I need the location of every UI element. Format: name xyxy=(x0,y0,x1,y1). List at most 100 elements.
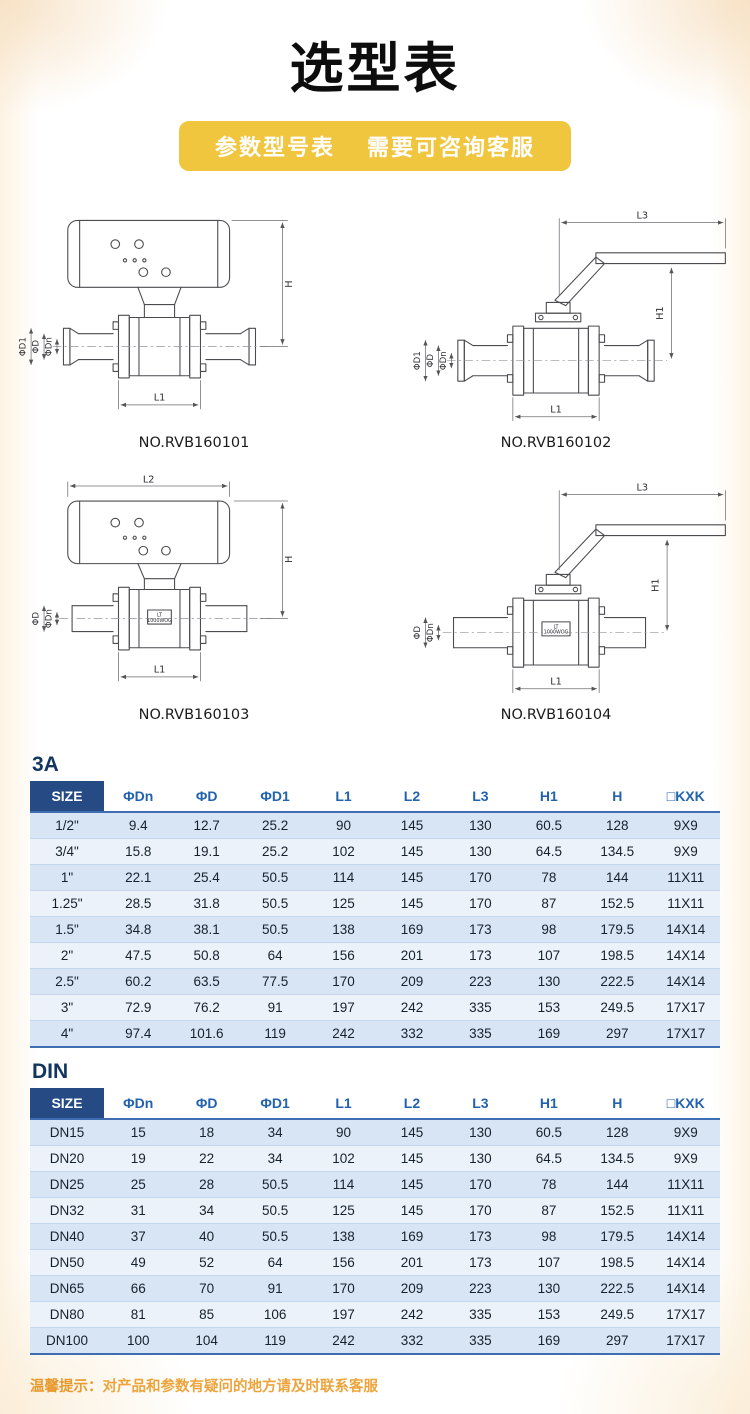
value-cell: 11X11 xyxy=(651,864,720,891)
col-header-size: SIZE xyxy=(30,780,104,813)
value-cell: 50.5 xyxy=(240,864,310,891)
dim-l1-label: L1 xyxy=(550,404,562,415)
value-cell: 34 xyxy=(240,1118,310,1146)
value-cell: 25 xyxy=(104,1171,173,1198)
value-cell: 170 xyxy=(309,968,378,995)
value-cell: 76.2 xyxy=(172,994,241,1021)
value-cell: 119 xyxy=(240,1327,310,1355)
pneumatic-weld-valve-drawing: LT 1000WOG L2 H L1 xyxy=(32,475,295,682)
value-cell: 14X14 xyxy=(651,916,720,943)
size-cell: 2.5" xyxy=(30,968,104,995)
drawing-number: NO.RVB160103 xyxy=(138,706,250,723)
value-cell: 169 xyxy=(514,1327,584,1355)
size-cell: DN100 xyxy=(30,1327,104,1355)
dim-h1-label: H1 xyxy=(650,578,661,591)
value-cell: 130 xyxy=(446,838,515,865)
value-cell: 335 xyxy=(446,1327,515,1355)
dim-d-label: ΦD xyxy=(32,612,42,626)
value-cell: 60.5 xyxy=(514,1118,584,1146)
value-cell: 18 xyxy=(172,1118,241,1146)
value-cell: 11X11 xyxy=(651,890,720,917)
valve-mark-line2: 1000WOG xyxy=(544,630,569,636)
value-cell: 50.5 xyxy=(240,916,310,943)
value-cell: 63.5 xyxy=(172,968,241,995)
value-cell: 209 xyxy=(377,1275,447,1302)
value-cell: 242 xyxy=(377,1301,447,1328)
value-cell: 49 xyxy=(104,1249,173,1276)
value-cell: 144 xyxy=(583,1171,652,1198)
value-cell: 90 xyxy=(309,1118,378,1146)
value-cell: 9X9 xyxy=(651,1118,720,1146)
value-cell: 332 xyxy=(377,1020,447,1048)
page-title: 选型表 xyxy=(289,39,461,99)
value-cell: 17X17 xyxy=(651,1327,720,1355)
value-cell: 38.1 xyxy=(172,916,241,943)
col-header: □KXK xyxy=(651,1087,720,1120)
col-header: ΦD xyxy=(172,1087,241,1120)
value-cell: 81 xyxy=(104,1301,173,1328)
value-cell: 130 xyxy=(514,968,584,995)
value-cell: 91 xyxy=(240,994,310,1021)
note-text: 对产品和参数有疑问的地方请及时联系客服 xyxy=(102,1378,379,1395)
value-cell: 78 xyxy=(514,1171,584,1198)
value-cell: 114 xyxy=(309,864,378,891)
value-cell: 15.8 xyxy=(104,838,173,865)
value-cell: 130 xyxy=(446,811,515,839)
value-cell: 47.5 xyxy=(104,942,173,969)
footer-note: 温馨提示：对产品和参数有疑问的地方请及时联系客服 xyxy=(30,1375,750,1414)
value-cell: 152.5 xyxy=(583,890,652,917)
col-header: ΦDn xyxy=(104,780,173,813)
col-header: L1 xyxy=(309,1087,378,1120)
value-cell: 22.1 xyxy=(104,864,173,891)
drawing-figure-rvb160103: LT 1000WOG L2 H L1 xyxy=(16,473,372,723)
value-cell: 14X14 xyxy=(651,968,720,995)
col-header: ΦDn xyxy=(104,1087,173,1120)
value-cell: 31.8 xyxy=(172,890,241,917)
value-cell: 25.4 xyxy=(172,864,241,891)
value-cell: 22 xyxy=(172,1145,241,1172)
value-cell: 52 xyxy=(172,1249,241,1276)
value-cell: 9X9 xyxy=(651,1145,720,1172)
value-cell: 60.2 xyxy=(104,968,173,995)
size-cell: 4" xyxy=(30,1020,104,1048)
col-header: ΦD1 xyxy=(240,780,310,813)
value-cell: 332 xyxy=(377,1327,447,1355)
value-cell: 17X17 xyxy=(651,1301,720,1328)
value-cell: 153 xyxy=(514,994,584,1021)
value-cell: 34 xyxy=(240,1145,310,1172)
drawing-number: NO.RVB160101 xyxy=(138,434,250,451)
value-cell: 25.2 xyxy=(240,811,310,839)
value-cell: 70 xyxy=(172,1275,241,1302)
value-cell: 64.5 xyxy=(514,838,584,865)
value-cell: 60.5 xyxy=(514,811,584,839)
value-cell: 201 xyxy=(377,942,447,969)
col-header: H xyxy=(583,1087,652,1120)
value-cell: 85 xyxy=(172,1301,241,1328)
value-cell: 130 xyxy=(446,1118,515,1146)
value-cell: 66 xyxy=(104,1275,173,1302)
col-header: □KXK xyxy=(651,780,720,813)
value-cell: 144 xyxy=(583,864,652,891)
col-header: ΦD1 xyxy=(240,1087,310,1120)
drawing-figure-rvb160101: H L1 ΦD1 ΦD ΦDn NO.RVB160101 xyxy=(16,201,372,451)
value-cell: 134.5 xyxy=(583,838,652,865)
col-header: H1 xyxy=(514,1087,584,1120)
size-cell: 1/2" xyxy=(30,811,104,839)
value-cell: 170 xyxy=(446,890,515,917)
value-cell: 134.5 xyxy=(583,1145,652,1172)
value-cell: 17X17 xyxy=(651,994,720,1021)
value-cell: 64.5 xyxy=(514,1145,584,1172)
value-cell: 50.5 xyxy=(240,1197,310,1224)
